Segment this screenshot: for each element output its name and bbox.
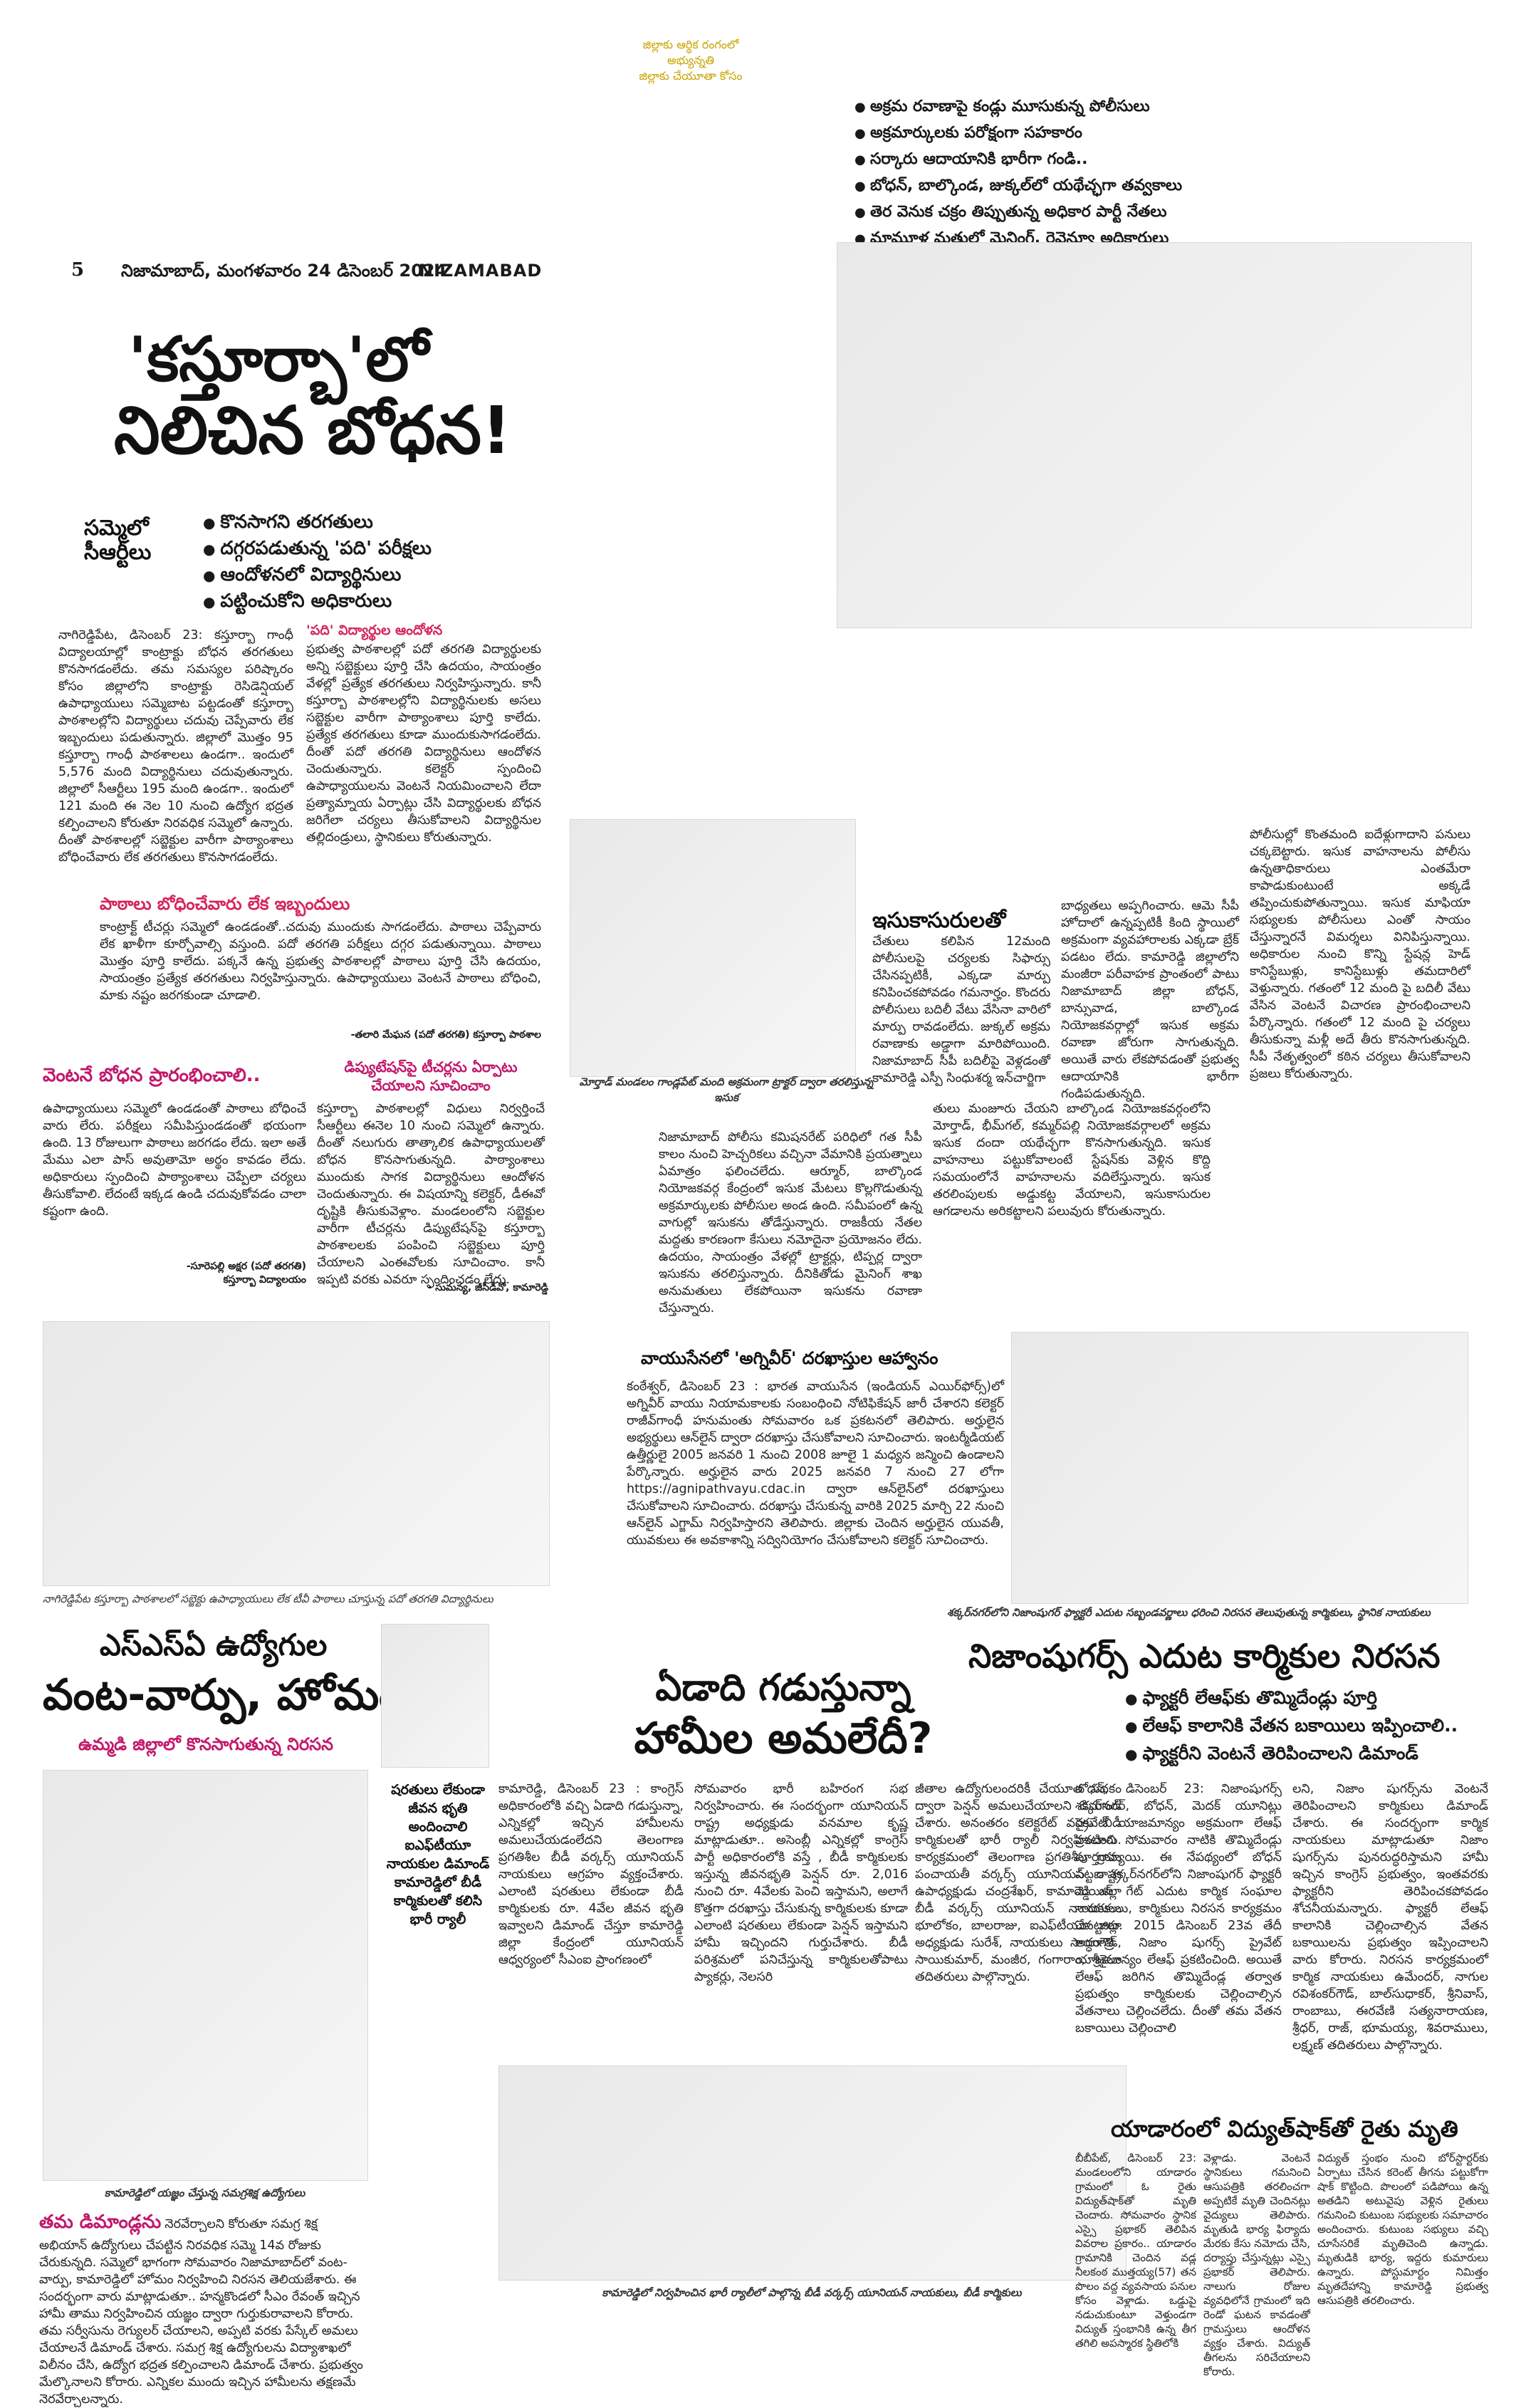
sand-photo-caption: మోర్తాడ్ మండలం గాండ్లపేట్ మంది అక్రమంగా … bbox=[579, 1075, 874, 1104]
kasturba-sub1: కాంట్రాక్ట్ టీచర్లు సమ్మెలో ఉండడంతో..చదు… bbox=[100, 920, 541, 1003]
ssa-photo-caption: కామారెడ్డిలో యజ్ఞం చేస్తున్న సమగ్రశిక్ష … bbox=[104, 2187, 305, 2199]
dateline: నిజామాబాద్, మంగళవారం 24 డిసెంబర్ 2024 bbox=[121, 261, 447, 281]
kasturba-sub1-sig: -తలారి మేఘన (పదో తరగతి) కస్తూర్బా పాఠశాల bbox=[350, 1029, 541, 1041]
yadaram-col1: బీబీపేట్, డిసెంబర్ 23: మండలంలోని యాడారం … bbox=[1075, 2152, 1196, 2350]
top-bullet: తెర వెనుక చక్రం తిప్పుతున్న అధికార పార్ట… bbox=[854, 199, 1495, 226]
ssa-photo bbox=[43, 1770, 368, 2181]
kasturba-photo bbox=[43, 1321, 550, 1586]
sugars-photo-caption: శక్కర్‌నగర్‌లోని నిజాంషుగర్ ఫ్యాక్టరీ ఎద… bbox=[947, 1606, 1431, 1619]
ssa-subhead: ఉమ్మడి జిల్లాలో కొనసాగుతున్న నిరసన bbox=[78, 1734, 333, 1754]
beedi-photo bbox=[498, 2065, 1127, 2281]
yadaram-col2: వెళ్లాడు. వెంటనే స్థానికులు గమనించి ఆసుప… bbox=[1203, 2152, 1310, 2378]
top-note: జిల్లాకు ఆర్థిక రంగంలో అభ్యున్నతి జిల్లా… bbox=[639, 38, 743, 83]
sugars-headline: నిజాంషుగర్స్ ఎదుట కార్మికుల నిరసన bbox=[968, 1637, 1441, 1675]
sand-col1: చేతులు కలిపిన 12మంది పోలీసులపై చర్యలకు స… bbox=[872, 934, 1050, 1085]
kasturba-sub2: ఉపాధ్యాయులు సమ్మెలో ఉండడంతో పాఠాలు బోధిం… bbox=[43, 1102, 306, 1219]
sugars-bullet: ఫ్యాక్టరీని వెంటనే తెరిపించాలని డిమాండ్ bbox=[1125, 1740, 1458, 1768]
top-bullet-list: అక్రమ రవాణాపై కండ్లు మూసుకున్న పోలీసులు … bbox=[854, 94, 1495, 252]
kasturba-sub3-sig: - సుమన్య, జీసీడీవో, కామారెడ్డి bbox=[427, 1282, 548, 1293]
sugars-bullets: ఫ్యాక్టరీ లేఆఫ్‌కు తొమ్మిదేండ్లు పూర్తి … bbox=[1125, 1684, 1458, 1768]
kasturba-sub1-head: పాఠాలు బోధించేవారు లేక ఇబ్బందులు bbox=[100, 894, 350, 914]
kasturba-bullets: కొనసాగని తరగతులు దగ్గరపడుతున్న 'పది' పరీ… bbox=[203, 509, 432, 615]
kasturba-sub3: కస్తూర్బా పాఠశాలల్లో విధులు నిర్వర్తించే… bbox=[317, 1102, 545, 1287]
ssa-body: నెరవేర్చాలని కోరుతూ సమగ్ర శిక్ష అభియాన్ … bbox=[39, 2217, 363, 2407]
kasturba-headline: 'కస్తూర్బా'లో నిలిచిన బోధన! bbox=[114, 324, 512, 469]
beedi-col2: సోమవారం భారీ బహిరంగ సభ నిర్వహించారు. ఈ స… bbox=[694, 1782, 908, 1984]
sugars-bullet: లేఆఫ్ కాలానికి వేతన బకాయిలు ఇప్పించాలి.. bbox=[1125, 1712, 1458, 1740]
sand-photo bbox=[837, 242, 1472, 628]
beedi-headline-2: హామీల అమలేదీ? bbox=[634, 1714, 933, 1763]
top-bullet: అక్రమార్కులకు పరోక్షంగా సహకారం bbox=[854, 120, 1495, 147]
kasturba-col2: ప్రభుత్వ పాఠశాలల్లో పదో తరగతి విద్యార్థు… bbox=[306, 642, 541, 845]
top-bullet: అక్రమ రవాణాపై కండ్లు మూసుకున్న పోలీసులు bbox=[854, 94, 1495, 120]
top-bullet: సర్కారు ఆదాయానికి భారీగా గండి.. bbox=[854, 147, 1495, 173]
section-name: NIZAMABAD bbox=[419, 261, 543, 281]
kasturba-bullet: దగ్గరపడుతున్న 'పది' పరీక్షలు bbox=[203, 536, 432, 562]
ssa-headline-1: ఎస్ఎస్ఏ ఉద్యోగుల bbox=[100, 1627, 328, 1662]
kasturba-sub2-sig: -సూరెపల్లి అక్షర (పదో తరగతి) కస్తూర్బా వ… bbox=[186, 1261, 306, 1286]
beedi-small-photo bbox=[381, 1624, 489, 1768]
yadaram-col3: విద్యుత్ స్తంభం నుంచి బోర్‌స్టార్టర్‌కు … bbox=[1317, 2152, 1488, 2307]
kasturba-col1: నాగిరెడ్డిపేట, డిసెంబర్ 23: కస్తూర్బా గా… bbox=[58, 628, 293, 865]
beedi-headline-1: ఏడాది గడుస్తున్నా bbox=[655, 1667, 911, 1709]
ssa-lead-word: తమ డిమాండ్లను bbox=[39, 2211, 162, 2233]
sugars-col1: బోధన్, డిసెంబర్ 23: నిజాంషుగర్స్ శక్కర్‌… bbox=[1075, 1782, 1282, 2036]
kasturba-bullet: ఆందోళనలో విద్యార్థినులు bbox=[203, 562, 432, 588]
agniveer-photo bbox=[1011, 1332, 1468, 1604]
sugars-bullet: ఫ్యాక్టరీ లేఆఫ్‌కు తొమ్మిదేండ్లు పూర్తి bbox=[1125, 1684, 1458, 1712]
kasturba-sub3-head: డిప్యుటేషన్‌పై టీచర్లను ఏర్పాటు చేయాలని … bbox=[344, 1058, 518, 1094]
top-bullet: బోధన్, బాల్కొండ, జుక్కల్‌లో యథేచ్ఛగా తవ్… bbox=[854, 173, 1495, 199]
beedi-col1: కామారెడ్డి, డిసెంబర్ 23 : కాంగ్రెస్ అధిక… bbox=[498, 1782, 684, 1967]
kasturba-bullet: కొనసాగని తరగతులు bbox=[203, 509, 432, 536]
ssa-body-block: తమ డిమాండ్లను నెరవేర్చాలని కోరుతూ సమగ్ర … bbox=[39, 2211, 367, 2408]
sand-col4: నిజామాబాద్ పోలీసు కమిషనరేట్ పరిధిలో గత స… bbox=[659, 1130, 922, 1315]
sand-col3: పోలీసుల్లో కొంతమంది ఐదేళ్లుగాదాని పనులు … bbox=[1250, 828, 1470, 1081]
page-number: 5 bbox=[71, 259, 85, 281]
yadaram-headline: యాడారంలో విద్యుత్‌షాక్‌తో రైతు మృతి bbox=[1111, 2115, 1458, 2142]
agniveer-body: కంఠేశ్వర్, డిసెంబర్ 23 : భారత వాయుసేన (ఇ… bbox=[627, 1380, 1004, 1548]
ssa-headline-2: వంట-వార్పు, హోమం bbox=[43, 1670, 401, 1720]
kasturba-photo-caption: నాగిరెడ్డిపేట కస్తూర్బా పాఠశాలలో సబ్జెక్… bbox=[43, 1593, 493, 1605]
sand-col5: తులు మంజూరు చేయని బాల్కొండ నియోజకవర్గంలో… bbox=[933, 1102, 1211, 1219]
sand-col2: బాధ్యతలు అప్పగించారు. ఆమె సీపీ హోదాలో ఉన… bbox=[1061, 899, 1239, 1101]
beedi-side-head: షరతులు లేకుండా జీవన భృతి అందించాలి ఐఎఫ్‌… bbox=[386, 1782, 490, 1927]
kasturba-bullet: పట్టించుకోని అధికారులు bbox=[203, 588, 432, 615]
sugars-col2: లని, నిజాం షుగర్స్‌ను వెంటనే తెరిపించాలన… bbox=[1292, 1782, 1488, 2053]
sand-photo-small bbox=[570, 819, 856, 1077]
beedi-photo-caption: కామారెడ్డిలో నిర్వహించిన భారీ ర్యాలీలో ప… bbox=[602, 2286, 1022, 2299]
kasturba-col2-head: 'పది' విద్యార్థుల ఆందోళన bbox=[306, 622, 443, 638]
kasturba-kicker: సమ్మెలో సీఆర్టీలు bbox=[84, 516, 152, 565]
sand-lead-head: ఇసుకాసురులతో bbox=[872, 908, 1006, 933]
agniveer-title: వాయుసేనలో 'అగ్నివీర్' దరఖాస్తుల ఆహ్వానం bbox=[641, 1348, 939, 1368]
beedi-col3: జీతాల ఉద్యోగులందరికీ చేయూత పథకం ద్వారా ప… bbox=[915, 1782, 1122, 1984]
kasturba-sub2-head: వెంటనే బోధన ప్రారంభించాలి.. bbox=[43, 1065, 261, 1086]
